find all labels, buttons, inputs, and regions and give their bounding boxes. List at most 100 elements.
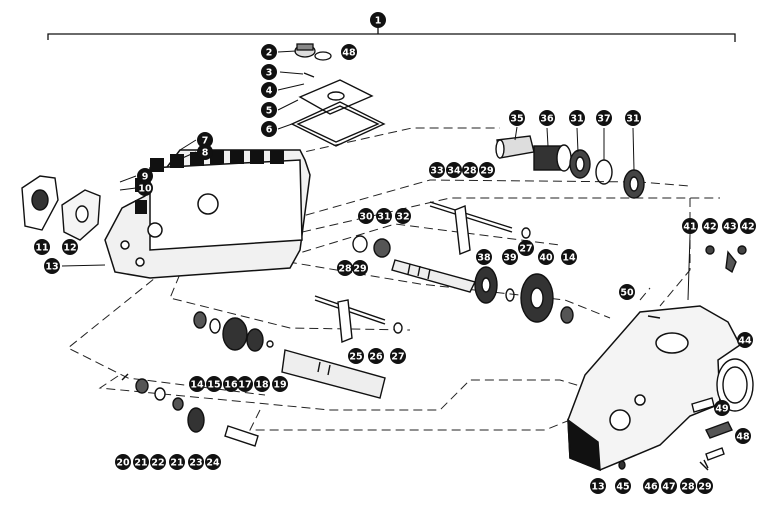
callout-c46: 46 xyxy=(643,478,659,494)
callout-number: 12 xyxy=(63,243,76,254)
callout-disc xyxy=(697,478,713,494)
callout-c15: 15 xyxy=(206,376,222,392)
callout-disc xyxy=(348,348,364,364)
callout-c8: 8 xyxy=(197,144,213,160)
callout-c38: 38 xyxy=(476,249,492,265)
callout-number: 32 xyxy=(396,212,409,223)
callout-disc xyxy=(206,376,222,392)
callout-number: 9 xyxy=(142,172,149,183)
callout-number: 45 xyxy=(616,482,629,493)
callout-c45: 45 xyxy=(615,478,631,494)
callout-number: 37 xyxy=(597,114,610,125)
callout-c6: 6 xyxy=(261,121,277,137)
callout-number: 28 xyxy=(338,264,352,275)
callout-c39: 39 xyxy=(502,249,518,265)
callout-c31b: 31 xyxy=(625,110,641,126)
callout-c48a: 48 xyxy=(341,44,357,60)
callout-disc xyxy=(261,121,277,137)
callout-c29c: 29 xyxy=(697,478,713,494)
callout-disc xyxy=(150,454,166,470)
callout-c34: 34 xyxy=(446,162,462,178)
callout-disc xyxy=(722,218,738,234)
callout-disc xyxy=(341,44,357,60)
callout-number: 42 xyxy=(741,222,754,233)
callout-number: 11 xyxy=(35,243,48,254)
callout-c48b: 48 xyxy=(735,428,751,444)
callout-c27a: 27 xyxy=(518,240,534,256)
callout-disc xyxy=(740,218,756,234)
callout-c37: 37 xyxy=(596,110,612,126)
callout-c17: 17 xyxy=(237,376,253,392)
callout-disc xyxy=(735,428,751,444)
callout-number: 23 xyxy=(189,458,202,469)
callout-c43: 43 xyxy=(722,218,738,234)
callout-disc xyxy=(254,376,270,392)
callout-disc xyxy=(137,168,153,184)
callout-c40: 40 xyxy=(538,249,554,265)
callout-number: 22 xyxy=(151,458,164,469)
callout-number: 10 xyxy=(138,184,152,195)
gear-cluster xyxy=(474,266,574,324)
callout-disc xyxy=(261,102,277,118)
callout-c27b: 27 xyxy=(390,348,406,364)
gearbox-housing-right xyxy=(567,305,741,472)
callout-disc xyxy=(538,249,554,265)
callout-c19: 19 xyxy=(272,376,288,392)
callout-disc xyxy=(197,144,213,160)
callout-disc xyxy=(625,110,641,126)
callout-disc xyxy=(370,12,386,28)
callout-number: 4 xyxy=(266,86,273,97)
callout-number: 21 xyxy=(170,458,183,469)
callout-c29b: 29 xyxy=(352,260,368,276)
callout-number: 30 xyxy=(359,212,373,223)
callout-c20: 20 xyxy=(115,454,131,470)
end-cover-plates xyxy=(21,175,101,241)
callout-disc xyxy=(539,110,555,126)
callout-disc xyxy=(661,478,677,494)
callout-c32: 32 xyxy=(395,208,411,224)
callout-number: 5 xyxy=(266,106,273,117)
oil-filler-cap xyxy=(294,43,332,78)
callout-c3: 3 xyxy=(261,64,277,80)
callout-c44: 44 xyxy=(737,332,753,348)
callout-number: 28 xyxy=(463,166,477,177)
callout-number: 24 xyxy=(206,458,220,469)
callout-number: 38 xyxy=(477,253,491,264)
callout-disc xyxy=(395,208,411,224)
callout-disc xyxy=(34,239,50,255)
callout-number: 25 xyxy=(349,352,362,363)
callout-c10: 10 xyxy=(137,180,153,196)
callout-number: 14 xyxy=(190,380,204,391)
callout-c22: 22 xyxy=(150,454,166,470)
selector-fork-upper xyxy=(429,201,531,255)
callout-number: 2 xyxy=(266,48,273,59)
callout-disc xyxy=(376,208,392,224)
callout-disc xyxy=(188,454,204,470)
callout-c50: 50 xyxy=(619,284,635,300)
kickstart-parts xyxy=(618,397,733,471)
callout-disc xyxy=(197,132,213,148)
callout-c18: 18 xyxy=(254,376,270,392)
callout-disc xyxy=(261,82,277,98)
callout-number: 16 xyxy=(224,380,238,391)
callout-number: 17 xyxy=(238,380,251,391)
callout-disc xyxy=(261,64,277,80)
callout-c4: 4 xyxy=(261,82,277,98)
callout-c11: 11 xyxy=(34,239,50,255)
callout-number: 15 xyxy=(207,380,220,391)
callout-disc xyxy=(44,258,60,274)
callout-number: 42 xyxy=(703,222,716,233)
callout-number: 41 xyxy=(683,222,696,233)
callout-disc xyxy=(115,454,131,470)
callout-disc xyxy=(189,376,205,392)
callout-c16: 16 xyxy=(223,376,239,392)
callout-number: 3 xyxy=(266,68,273,79)
callout-number: 18 xyxy=(255,380,269,391)
callout-disc xyxy=(737,332,753,348)
callout-disc xyxy=(502,249,518,265)
callout-disc xyxy=(476,249,492,265)
callout-c33: 33 xyxy=(429,162,445,178)
